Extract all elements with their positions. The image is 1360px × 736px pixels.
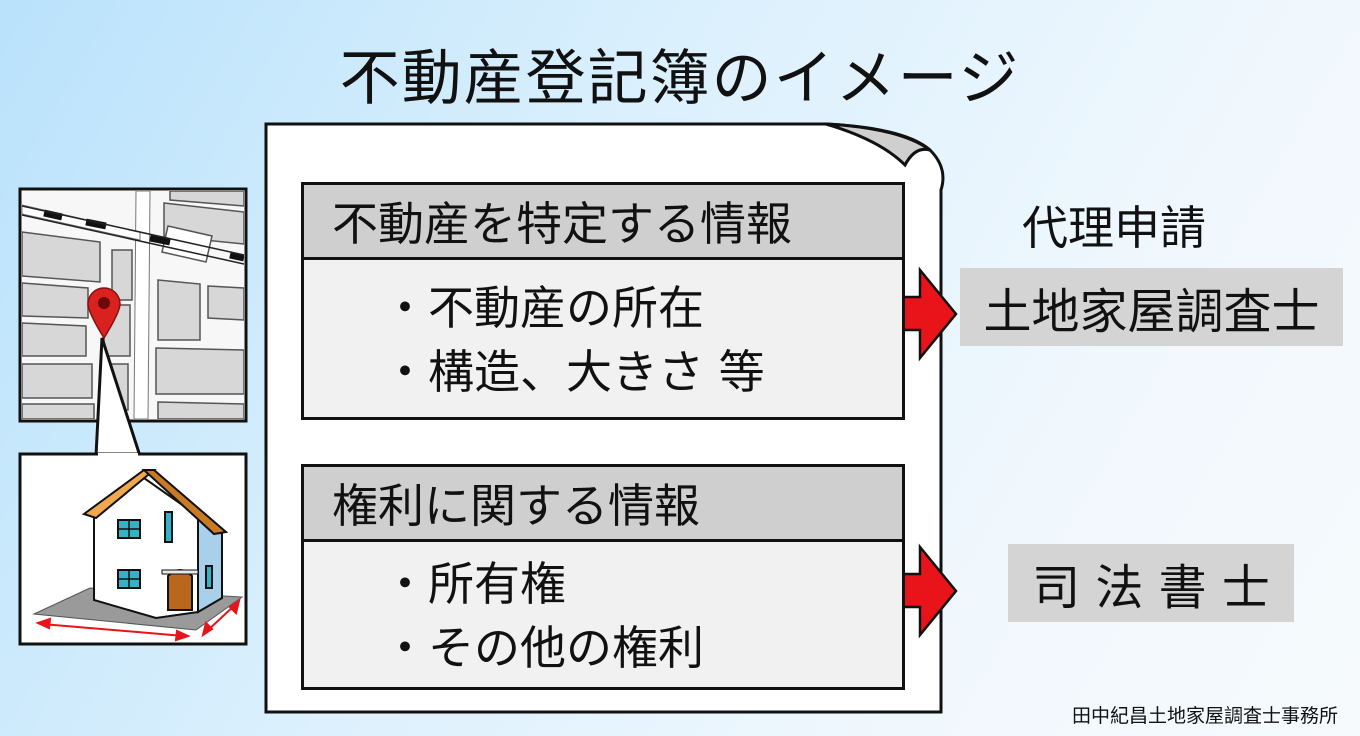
list-item: ・不動産の所在 <box>382 281 704 335</box>
agency-application-label: 代理申請 <box>1022 201 1206 255</box>
land-surveyor-box: 土地家屋調査士 <box>960 268 1343 346</box>
rights-section-title: 権利に関する情報 <box>332 479 700 533</box>
list-item: ・構造、大きさ 等 <box>382 345 765 399</box>
page-title: 不動産登記簿のイメージ <box>339 44 1021 114</box>
judicial-scrivener-box: 司 法 書 士 <box>1008 544 1294 622</box>
location-pin-icon <box>87 287 121 340</box>
footer-credit: 田中紀昌土地家屋調査士事務所 <box>1071 705 1338 727</box>
property-section-header: 不動産を特定する情報 <box>301 182 905 260</box>
property-section-body: ・不動産の所在 ・構造、大きさ 等 <box>301 260 905 420</box>
map-illustration <box>18 187 248 423</box>
rights-section-header: 権利に関する情報 <box>301 464 905 542</box>
land-surveyor-label: 土地家屋調査士 <box>983 284 1320 340</box>
rights-section-body: ・所有権 ・その他の権利 <box>301 542 905 690</box>
list-item: ・所有権 <box>382 557 566 611</box>
property-section-title: 不動産を特定する情報 <box>332 197 792 251</box>
house-illustration <box>18 452 248 646</box>
list-item: ・その他の権利 <box>382 621 704 675</box>
judicial-scrivener-label: 司 法 書 士 <box>1032 560 1270 616</box>
